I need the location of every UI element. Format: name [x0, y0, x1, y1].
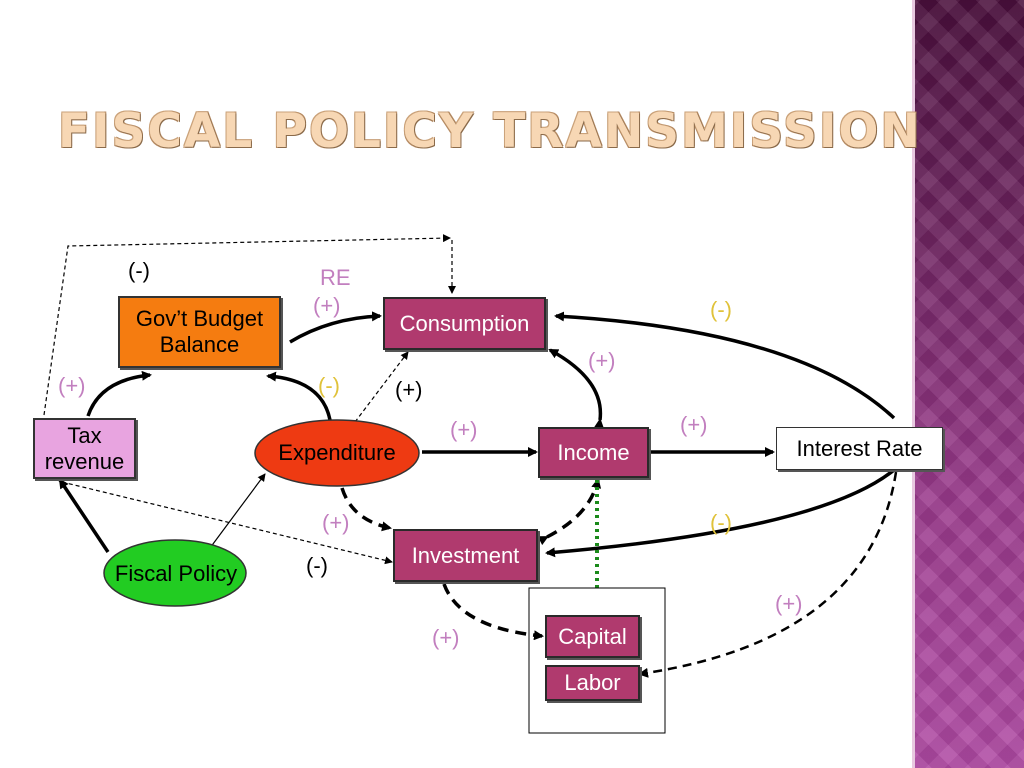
arrow-investment-to-capital [442, 583, 544, 641]
label-expenditure-consumption: (+) [395, 377, 423, 402]
arrow-interest-to-labor [638, 471, 898, 678]
capital-box: Capital [545, 615, 640, 658]
income-box: Income [538, 427, 649, 478]
slide-title: Fiscal Policy Transmission [58, 104, 922, 159]
expenditure-node: Expenditure [278, 440, 396, 465]
label-tax-investment: (-) [306, 553, 328, 578]
budget-balance-box: Gov’t Budget Balance [118, 296, 281, 368]
label-re: RE [320, 265, 351, 290]
arrow-interest-to-investment [545, 468, 896, 558]
arrow-interest-to-consumption [554, 311, 896, 420]
label-expenditure-investment: (+) [322, 510, 350, 535]
tax-revenue-box: Tax revenue [33, 418, 136, 479]
consumption-box: Consumption [383, 297, 546, 350]
label-interest-labor: (+) [775, 591, 803, 616]
arrow-income-consumption [548, 348, 604, 429]
arrow-fiscal-to-tax [58, 478, 110, 553]
arrow-tax-to-budget [86, 370, 152, 417]
fiscal-policy-ellipse [103, 539, 247, 607]
label-re-plus: (+) [313, 293, 341, 318]
arrow-tax-to-investment [61, 481, 393, 565]
label-tax-budget-minus: (-) [128, 258, 150, 283]
label-expenditure-income: (+) [450, 417, 478, 442]
fiscal-policy-node: Fiscal Policy [114, 561, 238, 586]
label-expenditure-budget: (-) [318, 373, 340, 398]
decorative-side-band [912, 0, 1024, 768]
label-income-consumption: (+) [588, 348, 616, 373]
arrow-budget-to-consumption [289, 311, 382, 344]
production-frame [528, 587, 666, 734]
arrow-investment-income [537, 478, 602, 546]
label-interest-consumption: (-) [710, 297, 732, 322]
labor-box: Labor [545, 665, 640, 701]
label-investment-capital: (+) [432, 625, 460, 650]
side-band-edge [912, 0, 915, 768]
investment-box: Investment [393, 529, 538, 582]
arrow-expenditure-to-consumption [354, 351, 409, 423]
label-interest-investment: (-) [710, 510, 732, 535]
arrow-expenditure-to-budget [266, 371, 332, 421]
interest-rate-box: Interest Rate [776, 427, 943, 470]
arrow-expenditure-to-investment [340, 487, 392, 532]
arrow-tax-to-consumption-dashed [43, 234, 451, 416]
label-income-interest: (+) [680, 412, 708, 437]
expenditure-ellipse [254, 419, 420, 487]
arrow-fiscal-to-expenditure [209, 473, 266, 549]
label-tax-budget-plus: (+) [58, 373, 86, 398]
